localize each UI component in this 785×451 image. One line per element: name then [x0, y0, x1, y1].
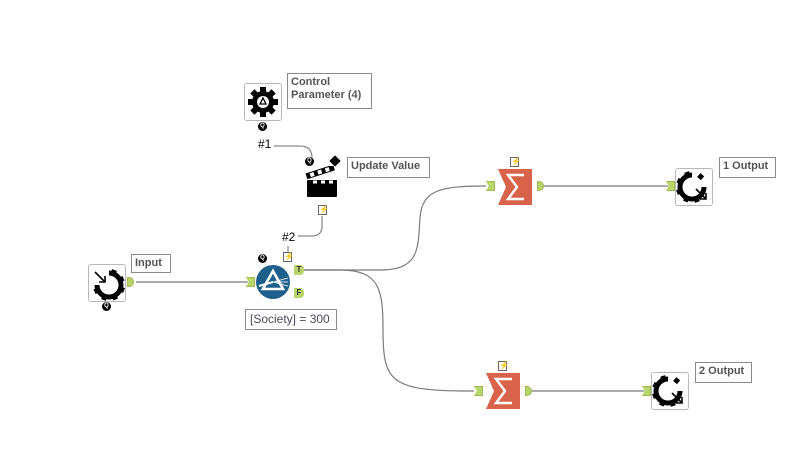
summarize-tool-2[interactable] — [484, 372, 522, 410]
gear-icon — [248, 87, 278, 117]
output-anchor[interactable] — [127, 277, 134, 287]
false-anchor[interactable]: F — [294, 288, 304, 298]
wire-filter-to-summarize2 — [304, 269, 474, 392]
bolt-icon: ⚡ — [498, 361, 509, 371]
connection-label-1: #1 — [258, 137, 272, 151]
macro-input-icon — [93, 269, 125, 301]
filter-expression-label: [Society] = 300 — [245, 309, 337, 330]
sigma-icon — [498, 169, 532, 205]
macro-output-tool-2[interactable] — [651, 372, 689, 410]
question-badge: Q — [258, 122, 267, 131]
update-value-tool[interactable] — [305, 164, 339, 198]
macro-output-tool-1[interactable] — [675, 168, 713, 206]
true-anchor[interactable]: T — [294, 265, 304, 275]
filter-tool[interactable] — [255, 264, 291, 300]
filter-prism-icon — [256, 265, 290, 299]
output-2-label: 2 Output — [695, 362, 752, 383]
macro-output-icon — [652, 375, 683, 407]
wire-filter-to-summarize1 — [304, 185, 487, 271]
label-line: Parameter (4) — [291, 89, 362, 101]
sigma-icon — [486, 373, 520, 409]
connection-label-2: #2 — [282, 230, 296, 244]
control-parameter-tool[interactable] — [244, 83, 282, 121]
bolt-icon: ⚡ — [283, 252, 294, 262]
bolt-icon: ⚡ — [510, 157, 521, 167]
output-1-label: 1 Output — [719, 157, 776, 178]
summarize-tool-1[interactable] — [496, 168, 534, 206]
wire-update-to-filter — [298, 216, 323, 237]
wire-control-to-update — [274, 145, 313, 159]
clapperboard-icon — [305, 164, 337, 197]
update-value-label: Update Value — [347, 157, 430, 178]
question-badge: Q — [305, 157, 314, 166]
control-parameter-label: Control Parameter (4) — [287, 73, 372, 109]
label-line: Control — [291, 76, 331, 88]
macro-output-icon — [676, 171, 707, 203]
question-badge: Q — [102, 302, 111, 311]
question-badge: Q — [258, 254, 267, 263]
bolt-icon: ⚡ — [318, 205, 329, 215]
input-label: Input — [131, 254, 171, 273]
macro-input-tool[interactable] — [88, 264, 126, 302]
output-anchor[interactable] — [537, 181, 544, 191]
output-anchor[interactable] — [525, 386, 532, 396]
